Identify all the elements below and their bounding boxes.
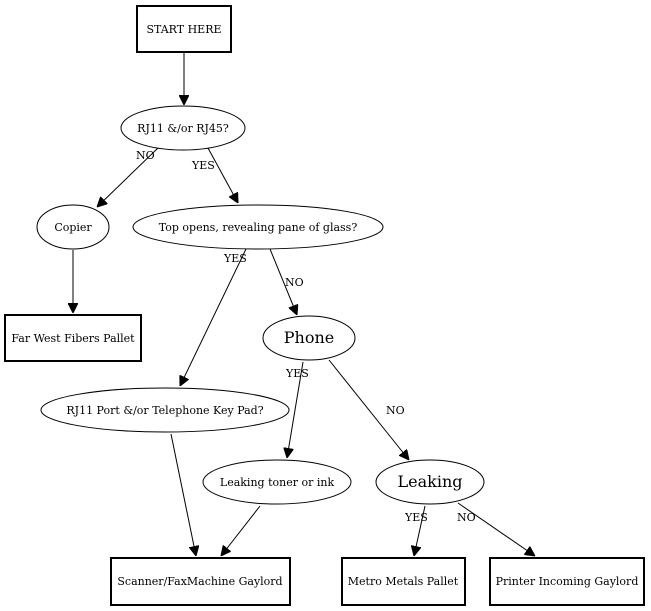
node-leaking-toner-shape [202,459,352,505]
node-phone-label: Phone [284,328,334,347]
edge-label-leaking-no: NO [457,511,476,524]
edge-rj-to-copier [97,147,159,207]
edge-labels: NO YES YES NO YES NO YES NO [136,149,476,524]
node-start: START HERE [136,5,232,53]
edge-label-top-yes: YES [223,252,247,265]
node-metro-metals: Metro Metals Pallet [341,557,466,606]
edge-phone-to-leaking [328,359,409,460]
node-top-opens: Top opens, revealing pane of glass? [132,204,384,250]
node-leaking-toner: Leaking toner or ink [202,459,352,505]
node-metro-metals-shape [341,557,466,606]
node-far-west-label: Far West Fibers Pallet [11,332,135,345]
node-phone-shape [262,315,356,361]
node-far-west-shape [4,314,142,362]
node-copier: Copier [36,204,110,250]
node-printer-incoming: Printer Incoming Gaylord [489,557,645,606]
node-leaking: Leaking [375,459,485,505]
edge-phone-to-leaking-toner [287,361,304,458]
node-rj11-port-label: RJ11 Port &/or Telephone Key Pad? [66,404,263,417]
node-top-opens-label: Top opens, revealing pane of glass? [159,221,358,234]
edge-label-phone-yes: YES [285,367,309,380]
edge-label-rj-yes: YES [191,159,215,172]
node-leaking-toner-label: Leaking toner or ink [220,476,335,489]
node-leaking-label: Leaking [398,472,463,491]
node-start-shape [136,5,232,53]
edge-top-opens-to-rj11-port [180,248,247,386]
edge-leaking-toner-to-scanner-fax [221,505,261,556]
node-rj11-port-shape [40,387,290,433]
edge-leaking-to-metro-metals [414,505,426,556]
node-scanner-fax-shape [110,557,291,606]
node-scanner-fax: Scanner/FaxMachine Gaylord [110,557,291,606]
edge-label-rj-no: NO [136,149,155,162]
node-copier-shape [36,204,110,250]
node-rj: RJ11 &/or RJ45? [120,105,246,151]
node-phone: Phone [262,315,356,361]
edge-top-opens-to-phone [269,248,297,315]
node-printer-incoming-shape [489,557,645,606]
node-rj11-port: RJ11 Port &/or Telephone Key Pad? [40,387,290,433]
node-printer-incoming-label: Printer Incoming Gaylord [496,575,639,588]
edges [73,52,535,556]
node-rj-shape [120,105,246,151]
node-metro-metals-label: Metro Metals Pallet [348,575,459,588]
edge-rj11-port-to-scanner-fax [170,433,196,556]
node-copier-label: Copier [54,221,92,234]
node-far-west: Far West Fibers Pallet [4,314,142,362]
node-start-label: START HERE [146,23,221,36]
node-leaking-shape [375,459,485,505]
edge-rj-to-top-opens [207,147,238,203]
node-scanner-fax-label: Scanner/FaxMachine Gaylord [117,575,282,588]
node-top-opens-shape [132,204,384,250]
edge-label-top-no: NO [285,276,304,289]
edge-label-leaking-yes: YES [404,511,428,524]
edge-leaking-to-printer-incoming [457,502,535,556]
edge-label-phone-no: NO [386,404,405,417]
node-rj-label: RJ11 &/or RJ45? [137,122,229,135]
